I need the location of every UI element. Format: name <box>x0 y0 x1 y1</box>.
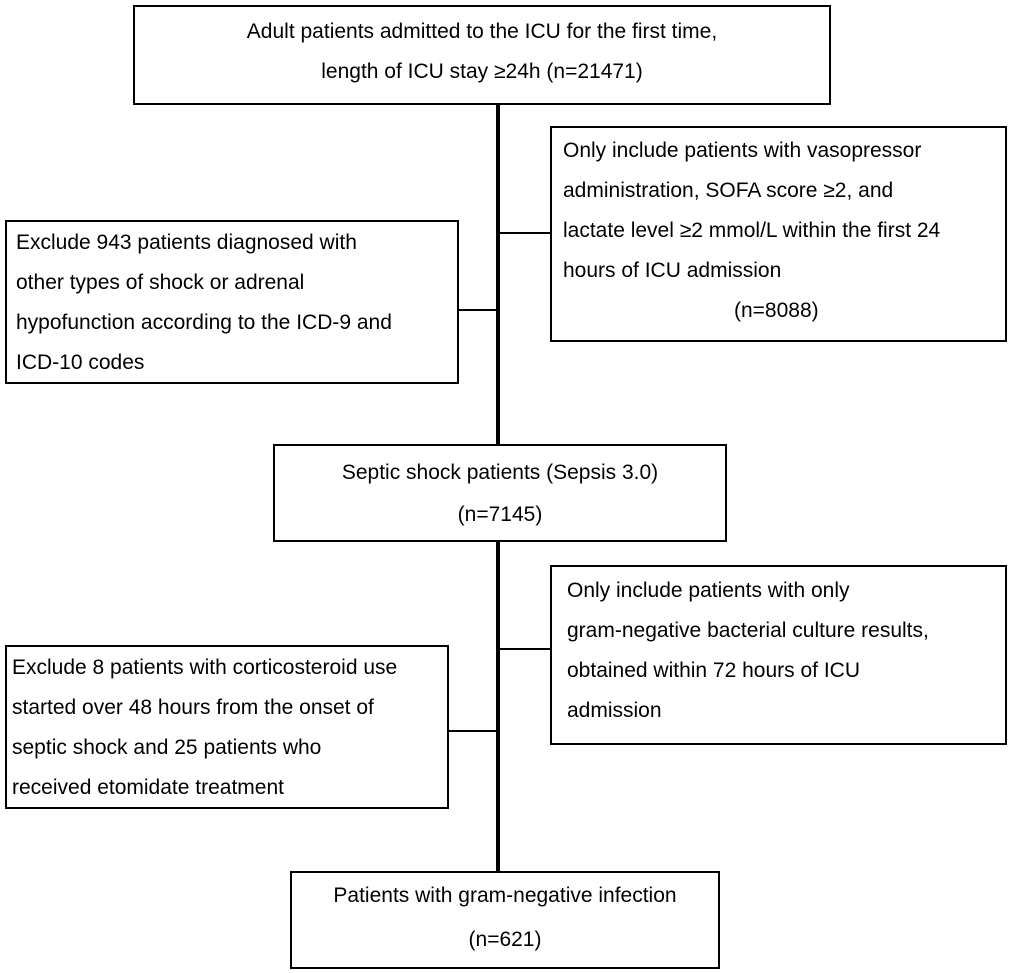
box-include-criteria-2: Only include patients with only gram-neg… <box>550 565 1007 745</box>
box-exclude-1-line-1: Exclude 943 patients diagnosed with <box>16 231 357 254</box>
box-final-count: (n=621) <box>468 928 542 951</box>
box-exclude-1-line-2: other types of shock or adrenal <box>16 271 305 294</box>
box-exclude-2-line-3: septic shock and 25 patients who <box>12 736 322 759</box>
connector-exclude-2 <box>447 730 498 732</box>
box-include-2-line-3: obtained within 72 hours of ICU <box>567 659 861 682</box>
box-include-2-line-2: gram-negative bacterial culture results, <box>567 619 929 642</box>
box-exclusion-1: Exclude 943 patients diagnosed with othe… <box>5 220 459 384</box>
box-initial-line-2: length of ICU stay ≥24h (n=21471) <box>321 60 643 83</box>
box-include-criteria-1: Only include patients with vasopressor a… <box>550 126 1007 342</box>
box-final-cohort: Patients with gram-negative infection (n… <box>290 871 720 969</box>
box-septic-line-1: Septic shock patients (Sepsis 3.0) <box>341 461 659 484</box>
box-final-line-1: Patients with gram-negative infection <box>333 884 677 907</box>
box-exclude-1-line-3: hypofunction according to the ICD-9 and <box>16 311 392 334</box>
connector-include-2 <box>498 648 551 650</box>
connector-include-1 <box>498 232 551 234</box>
box-include-1-line-3: lactate level ≥2 mmol/L within the first… <box>563 219 941 242</box>
main-flow-line-lower <box>496 540 500 873</box>
box-include-1-count: (n=8088) <box>734 299 819 322</box>
box-exclude-2-line-1: Exclude 8 patients with corticosteroid u… <box>12 656 398 679</box>
box-include-1-line-1: Only include patients with vasopressor <box>563 139 922 162</box>
box-exclude-2-line-2: started over 48 hours from the onset of <box>12 696 374 719</box>
box-include-2-line-4: admission <box>567 699 662 722</box>
box-septic-shock-cohort: Septic shock patients (Sepsis 3.0) (n=71… <box>273 444 727 542</box>
box-initial-cohort: Adult patients admitted to the ICU for t… <box>133 5 831 105</box>
box-include-1-line-4: hours of ICU admission <box>563 259 782 282</box>
box-exclusion-2: Exclude 8 patients with corticosteroid u… <box>5 645 449 809</box>
box-exclude-1-line-4: ICD-10 codes <box>16 351 145 374</box>
connector-exclude-1 <box>457 309 498 311</box>
main-flow-line-upper <box>496 104 500 446</box>
box-initial-line-1: Adult patients admitted to the ICU for t… <box>246 20 718 43</box>
box-include-2-line-1: Only include patients with only <box>567 579 850 602</box>
box-exclude-2-line-4: received etomidate treatment <box>12 776 284 799</box>
box-septic-count: (n=7145) <box>457 503 543 526</box>
box-include-1-line-2: administration, SOFA score ≥2, and <box>563 179 894 202</box>
